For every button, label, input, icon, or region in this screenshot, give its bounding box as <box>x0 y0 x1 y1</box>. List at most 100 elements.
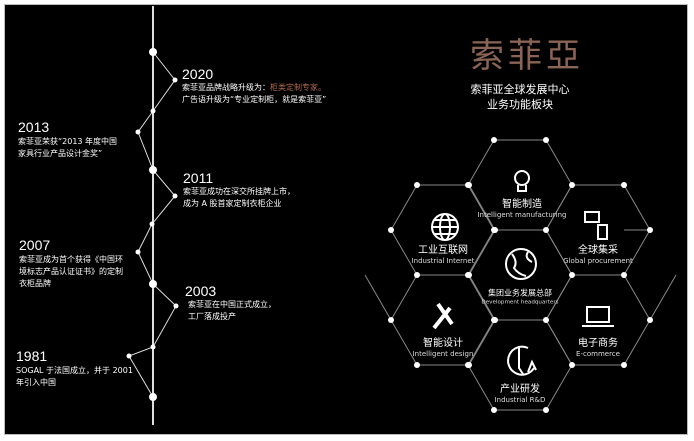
timeline-node <box>149 280 157 288</box>
earth <box>505 248 537 280</box>
event-line: 索菲亚品牌战略升级为： <box>182 83 270 92</box>
hexagon-node <box>543 227 549 233</box>
hexagon-node <box>569 362 575 368</box>
subtitle-line-2: 业务功能板块 <box>487 98 553 111</box>
hexagon-node <box>465 272 471 278</box>
module-en: Global procurement <box>563 257 633 265</box>
hexagon-node <box>414 272 420 278</box>
timeline-node <box>173 303 179 309</box>
module-en: Industrial Internet <box>411 257 475 265</box>
event-1981-text: SOGAL 于法国成立，并于 2001 年引入中国 <box>16 365 133 389</box>
hexagon-node <box>621 182 627 188</box>
hexagon-node <box>621 272 627 278</box>
event-line: 境标志产品认证证书》的定制 <box>19 267 123 276</box>
subtitle-line-1: 索菲亚全球发展中心 <box>470 83 570 96</box>
phone <box>597 224 608 240</box>
timeline-node <box>149 393 157 401</box>
module-cn: 集团业务发展总部 <box>488 289 552 298</box>
event-highlight: 柜类定制专家。 <box>270 83 326 92</box>
connector-line <box>364 274 392 321</box>
research <box>507 345 537 376</box>
bulb <box>514 170 530 186</box>
event-2007-text: 索菲亚成为首个获得《中国环境标志产品认证证书》的定制衣柜品牌 <box>19 254 123 290</box>
event-2013-text: 索菲亚荣获“2013 年度中国家具行业产品设计金奖” <box>18 136 117 160</box>
module-en: Intelligent design <box>412 350 474 358</box>
event-line: 索菲亚在中国正式成立， <box>188 300 276 309</box>
module-cn: 电子商务 <box>578 338 618 349</box>
continents <box>511 251 533 277</box>
screen <box>584 211 600 223</box>
research-icon <box>507 345 537 376</box>
brand-subtitle: 索菲亚全球发展中心业务功能板块 <box>440 82 600 112</box>
module-en: Intelligent manufacturing <box>477 211 567 219</box>
hexagon-node <box>491 407 497 413</box>
module-en: Development headquarters <box>481 298 559 305</box>
module-en: E-commerce <box>576 350 620 358</box>
hexagon-node <box>543 407 549 413</box>
hexagon-node <box>491 137 497 143</box>
hexagon-node <box>569 272 575 278</box>
event-line: 索菲亚成功在深交所挂牌上市， <box>183 187 295 196</box>
module-cn: 全球集采 <box>578 245 618 256</box>
timeline-node <box>149 48 157 56</box>
hexagon-node <box>492 317 498 323</box>
timeline-node <box>172 193 178 199</box>
year-1981: 1981 <box>16 348 48 364</box>
event-line: 家具行业产品设计金奖” <box>18 149 103 158</box>
module-cn: 智能设计 <box>423 338 463 349</box>
pencil-ruler-icon <box>432 302 454 330</box>
event-2020-text: 索菲亚品牌战略升级为：柜类定制专家。广告语升级为“专业定制柜，就是索菲亚” <box>182 82 326 106</box>
event-line: 年引入中国 <box>16 378 56 387</box>
hexagon-node <box>466 182 472 188</box>
year-2007: 2007 <box>19 237 51 253</box>
hexagon-node <box>414 362 420 368</box>
hexagon-node <box>492 227 498 233</box>
event-2011-text: 索菲亚成功在深交所挂牌上市， 成为 A 股首家定制衣柜企业 <box>183 186 295 210</box>
event-line: 工厂落成投产 <box>188 312 236 321</box>
hexagon-node <box>543 317 549 323</box>
laptop-screen <box>586 306 610 323</box>
module-cn: 产业研发 <box>500 384 540 395</box>
laptop-icon <box>582 306 614 327</box>
hexagon-node <box>647 317 653 323</box>
globe-lat <box>432 219 458 235</box>
hexagon-node <box>465 362 471 368</box>
module-cn: 工业互联网 <box>418 245 468 256</box>
timeline-node <box>135 249 141 255</box>
earth-icon <box>505 248 537 280</box>
event-line: SOGAL 于法国成立，并于 2001 <box>16 366 133 375</box>
hexagon-node <box>647 227 653 233</box>
module-en: Industrial R&D <box>494 396 546 404</box>
hexagon-node <box>543 137 549 143</box>
pencil-ruler <box>432 302 454 330</box>
year-2011: 2011 <box>183 170 214 186</box>
hexagon-node <box>388 227 394 233</box>
timeline-node <box>172 77 178 83</box>
timeline-node <box>150 344 156 350</box>
hexagon-node <box>388 317 394 323</box>
event-line: 衣柜品牌 <box>19 279 51 288</box>
lightbulb-icon <box>514 170 530 192</box>
event-line: 成为 A 股首家定制衣柜企业 <box>183 199 282 208</box>
brand-logo: 索菲亞 <box>470 36 584 76</box>
event-line: 广告语升级为“专业定制柜，就是索菲亚” <box>182 95 327 104</box>
devices-icon <box>584 211 608 240</box>
timeline-node <box>135 129 141 135</box>
timeline-node <box>150 108 156 114</box>
timeline-node <box>149 221 155 227</box>
year-2013: 2013 <box>18 119 50 135</box>
globe-icon <box>431 213 459 241</box>
timeline-node <box>149 166 157 174</box>
bulb-base <box>517 185 527 192</box>
event-line: 索菲亚成为首个获得《中国环 <box>19 255 123 264</box>
hexagon-node <box>621 362 627 368</box>
